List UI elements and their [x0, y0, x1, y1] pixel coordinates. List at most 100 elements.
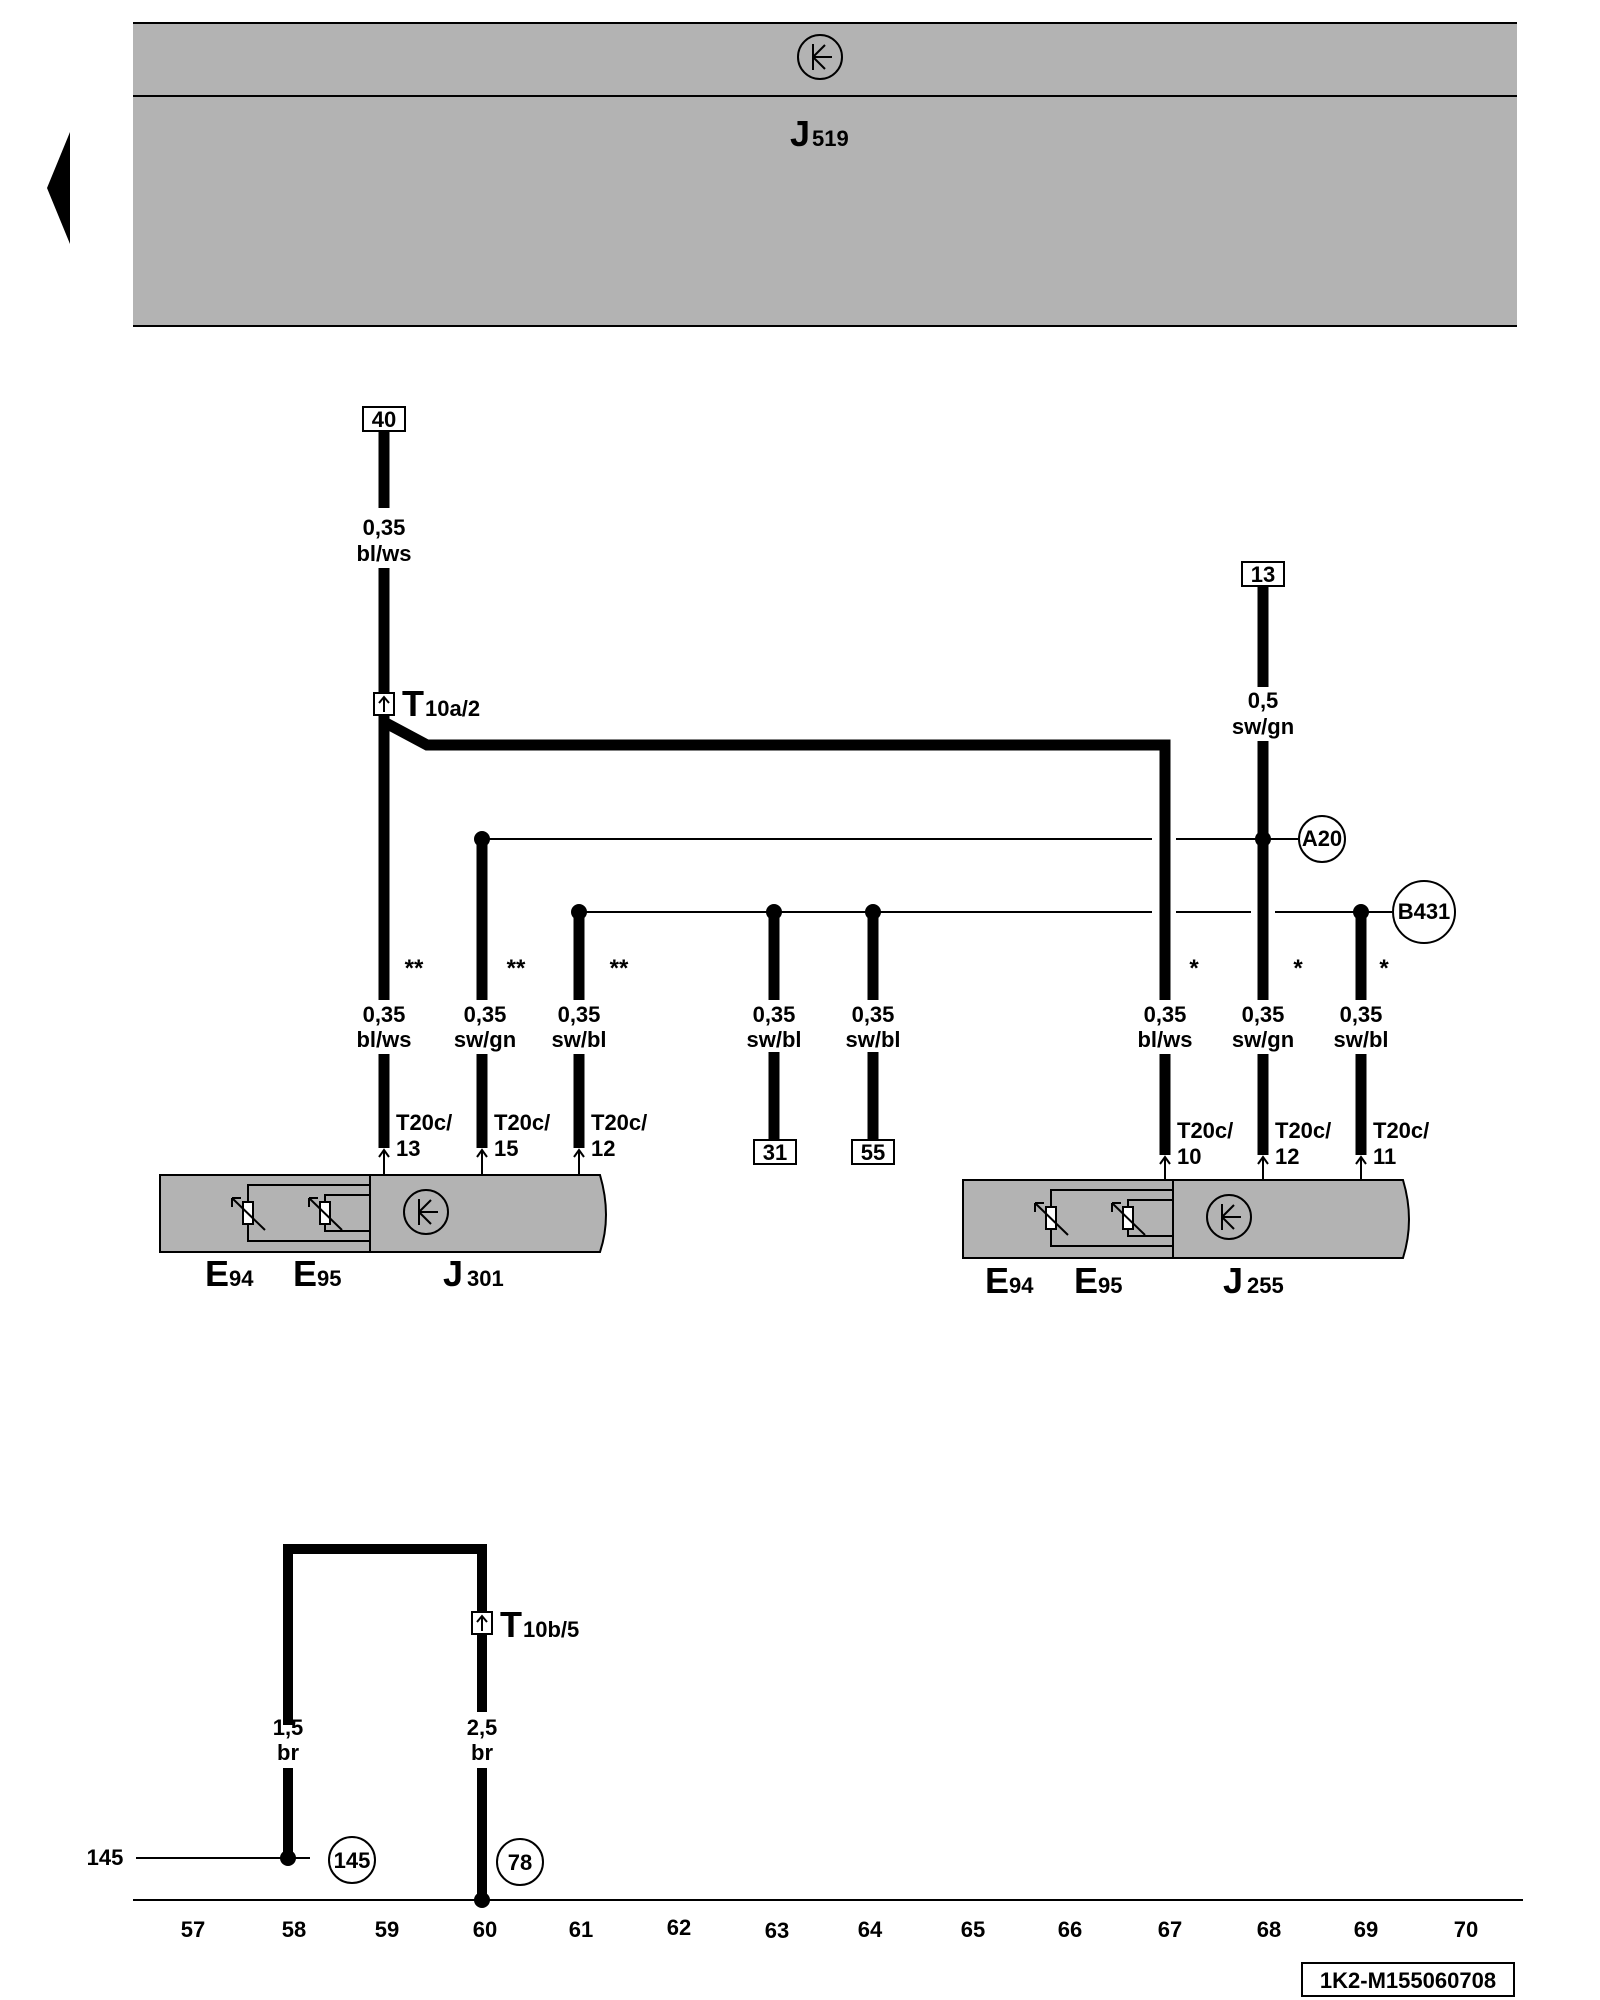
- left-e95-label: E: [293, 1253, 317, 1294]
- grid-number: 65: [961, 1917, 985, 1942]
- wire-w3-size: 0,35: [363, 1002, 406, 1027]
- bottom-wiring: T10b/5 1,5 br 2,5 br: [136, 1544, 579, 1908]
- wire-w9-size: 0,35: [1242, 1002, 1285, 1027]
- temperature-sensor-e94-icon: [231, 1197, 266, 1231]
- wire-w6-color: sw/bl: [746, 1027, 801, 1052]
- svg-text:T10a/2: T10a/2: [402, 683, 480, 724]
- svg-text:T20c/10: T20c/10: [1177, 1118, 1233, 1169]
- terminal-40-label: 40: [372, 407, 396, 432]
- marker-double-2: **: [507, 955, 526, 982]
- doc-code-box: [1301, 1962, 1515, 1997]
- component-j255: [962, 1179, 1410, 1259]
- pin-15-b: 15: [494, 1136, 518, 1161]
- temperature-sensor-e95-icon: [308, 1197, 343, 1231]
- pin-10-a: T20c/: [1177, 1118, 1233, 1143]
- wire-w3-color: bl/ws: [356, 1027, 411, 1052]
- temperature-sensor-e95-right-icon: [1111, 1202, 1146, 1236]
- svg-text:E95: E95: [293, 1253, 342, 1294]
- marker-single-1: *: [1189, 955, 1199, 982]
- control-unit-j301-icon: [403, 1189, 449, 1235]
- wire-w11-color: br: [277, 1740, 299, 1765]
- right-j-label: J: [1223, 1260, 1243, 1301]
- junction-145: 145: [328, 1836, 376, 1884]
- terminal-13-box: [1241, 561, 1285, 587]
- pin-15-a: T20c/: [494, 1110, 550, 1135]
- connector-t10b-sub: 10b/5: [523, 1617, 579, 1642]
- wire-w9-color: sw/gn: [1232, 1027, 1294, 1052]
- wire-w5-size: 0,35: [558, 1002, 601, 1027]
- svg-text:E95: E95: [1074, 1260, 1123, 1301]
- control-unit-symbol-icon: [797, 34, 843, 80]
- junction-78: 78: [496, 1838, 544, 1886]
- grid-number: 57: [181, 1917, 205, 1942]
- marker-single-2: *: [1293, 955, 1303, 982]
- grid-number: 66: [1058, 1917, 1082, 1942]
- svg-text:T10b/5: T10b/5: [500, 1604, 579, 1645]
- svg-text:78: 78: [508, 1850, 532, 1875]
- wire-column-68-top: 13 0,5 sw/gn: [1232, 561, 1294, 1000]
- svg-text:A20: A20: [1302, 826, 1342, 851]
- svg-text:T20c/12: T20c/12: [1275, 1118, 1331, 1169]
- wire-w7-color: sw/bl: [845, 1027, 900, 1052]
- pin-12r-b: 12: [1275, 1144, 1299, 1169]
- grid-number: 67: [1158, 1917, 1182, 1942]
- terminal-55-box: [851, 1139, 895, 1165]
- j519-sub: 519: [812, 126, 849, 151]
- right-e94-sub: 94: [1009, 1273, 1034, 1298]
- wire-w12-size: 2,5: [467, 1715, 498, 1740]
- wire-w8-color: bl/ws: [1137, 1027, 1192, 1052]
- wire-w10-size: 0,35: [1340, 1002, 1383, 1027]
- wire-w5-color: sw/bl: [551, 1027, 606, 1052]
- grid-numbers: 57 58 59 60 61 62 63 64 65 66 67 68 69 7…: [181, 1915, 1478, 1943]
- junction-a20: A20: [1298, 815, 1346, 863]
- temperature-sensor-e94-right-icon: [1034, 1202, 1069, 1236]
- j519-label: J: [790, 113, 810, 154]
- doc-code-label: 1K2-M155060708: [1320, 1968, 1496, 1993]
- wire-w4-color: sw/gn: [454, 1027, 516, 1052]
- left-j-label: J: [443, 1253, 463, 1294]
- terminal-13-label: 13: [1251, 562, 1275, 587]
- marker-double-1: **: [405, 955, 424, 982]
- left-e94-label: E: [205, 1253, 229, 1294]
- connector-t10a-sub: 10a/2: [425, 696, 480, 721]
- pin-12l-a: T20c/: [591, 1110, 647, 1135]
- grid-number: 58: [282, 1917, 306, 1942]
- ref-145-label: 145: [87, 1845, 124, 1870]
- right-j-sub: 255: [1247, 1273, 1284, 1298]
- grid-number: 70: [1454, 1917, 1478, 1942]
- grid-number: 64: [858, 1917, 883, 1942]
- wire-w6-size: 0,35: [753, 1002, 796, 1027]
- grid-number: 61: [569, 1917, 593, 1942]
- pin-12r-a: T20c/: [1275, 1118, 1331, 1143]
- wire-column-58-top: 40 0,35 bl/ws T10a/2: [356, 406, 1171, 1010]
- pin-11-a: T20c/: [1373, 1118, 1429, 1143]
- grid-number: 59: [375, 1917, 399, 1942]
- svg-text:T20c/12: T20c/12: [591, 1110, 647, 1161]
- svg-text:T20c/13: T20c/13: [396, 1110, 452, 1161]
- component-j301: [159, 1174, 607, 1253]
- header-module-j519: J519: [133, 22, 1517, 327]
- svg-text:J519: J519: [790, 113, 849, 154]
- terminal-31-label: 31: [763, 1140, 787, 1165]
- grid-number: 63: [765, 1918, 789, 1943]
- svg-text:E94: E94: [205, 1253, 254, 1294]
- wire-w1-color: bl/ws: [356, 541, 411, 566]
- wire-w1-size: 0,35: [363, 515, 406, 540]
- wire-w8-size: 0,35: [1144, 1002, 1187, 1027]
- wire-w12-color: br: [471, 1740, 493, 1765]
- wire-w11-size: 1,5: [273, 1715, 304, 1740]
- wire-w7-size: 0,35: [852, 1002, 895, 1027]
- wire-w2-size: 0,5: [1248, 688, 1279, 713]
- wire-w4-size: 0,35: [464, 1002, 507, 1027]
- wire-w2-color: sw/gn: [1232, 714, 1294, 739]
- connector-t10a-main: T: [402, 683, 424, 724]
- junction-b431: B431: [1392, 880, 1456, 944]
- right-e95-label: E: [1074, 1260, 1098, 1301]
- left-e94-sub: 94: [229, 1266, 254, 1291]
- marker-double-3: **: [610, 955, 629, 982]
- back-arrow-icon[interactable]: [47, 132, 70, 244]
- right-e94-label: E: [985, 1260, 1009, 1301]
